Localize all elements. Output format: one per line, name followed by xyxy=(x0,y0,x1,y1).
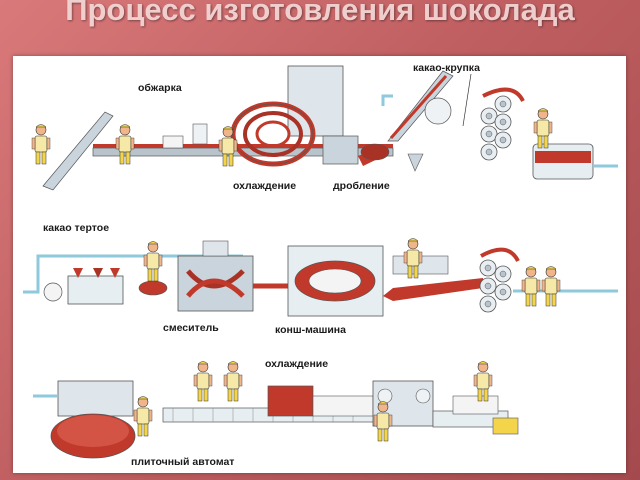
process-illustration xyxy=(23,65,618,459)
row-1-roasting-crushing xyxy=(31,65,618,191)
label-conche: конш-машина xyxy=(275,324,346,336)
label-cooling-1: охлаждение xyxy=(233,180,297,192)
row-2-mixing-conching xyxy=(23,238,618,317)
label-cocoa-nibs: какао-крупка xyxy=(413,62,480,74)
label-mixer: смеситель xyxy=(163,322,219,334)
label-crushing: дробление xyxy=(333,180,390,192)
page-title: Процесс изготовления шоколада xyxy=(65,0,575,27)
label-cooling-2: охлаждение xyxy=(265,358,329,370)
diagram-panel: обжарка какао-крупка охлаждение дроблени… xyxy=(13,56,626,473)
label-tablet-machine: плиточный автомат xyxy=(131,456,235,468)
label-cocoa-liquor: какао тертое xyxy=(43,222,110,234)
label-roasting: обжарка xyxy=(138,82,182,94)
row-3-cooling-molding xyxy=(33,361,519,459)
